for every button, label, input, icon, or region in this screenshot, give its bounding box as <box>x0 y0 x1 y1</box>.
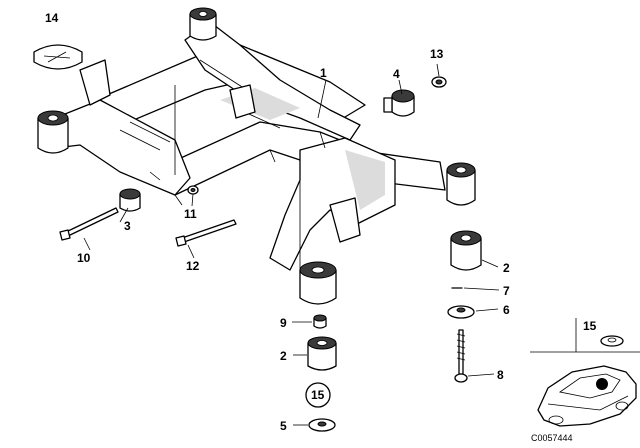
part-9-nut <box>313 314 327 329</box>
label-6: 6 <box>503 303 510 317</box>
label-15a: 15 <box>311 388 325 402</box>
part-6-washer <box>447 305 475 319</box>
diagram-code: C0057444 <box>531 433 573 443</box>
label-12: 12 <box>186 259 200 273</box>
part-12-bolt <box>175 219 237 247</box>
part-3-bush <box>119 188 141 212</box>
leader-lines <box>83 63 500 426</box>
location-marker-icon <box>596 378 608 390</box>
label-1: 1 <box>320 66 327 80</box>
car-icon <box>537 365 637 427</box>
part-15-disc <box>305 382 331 408</box>
label-13: 13 <box>430 47 444 61</box>
label-3: 3 <box>124 219 131 233</box>
label-7: 7 <box>503 284 510 298</box>
label-14: 14 <box>45 11 59 25</box>
part-4-bush <box>383 89 415 117</box>
part-2-lower-bush <box>307 336 337 371</box>
callout-labels: 1 2 2 3 4 5 6 7 8 9 10 11 12 13 14 15 15 <box>45 11 597 433</box>
label-2b: 2 <box>280 349 287 363</box>
label-11: 11 <box>184 207 197 221</box>
part-14-cover <box>33 44 83 70</box>
label-15b: 15 <box>583 319 597 333</box>
label-10: 10 <box>77 251 91 265</box>
part-5-washer <box>308 418 336 432</box>
part-10-bolt <box>59 207 119 241</box>
label-4: 4 <box>393 67 400 81</box>
label-2a: 2 <box>503 261 510 275</box>
frame-bushes <box>37 7 476 305</box>
part-11-nut <box>187 185 199 195</box>
axle-carrier <box>54 21 446 275</box>
part-2-right-bush <box>450 230 482 271</box>
label-9: 9 <box>280 316 287 330</box>
vehicle-inset: C0057444 <box>530 318 640 443</box>
label-8: 8 <box>497 368 504 382</box>
label-5: 5 <box>280 419 287 433</box>
part-13-nut <box>431 76 447 88</box>
part-8-bolt <box>454 329 468 383</box>
